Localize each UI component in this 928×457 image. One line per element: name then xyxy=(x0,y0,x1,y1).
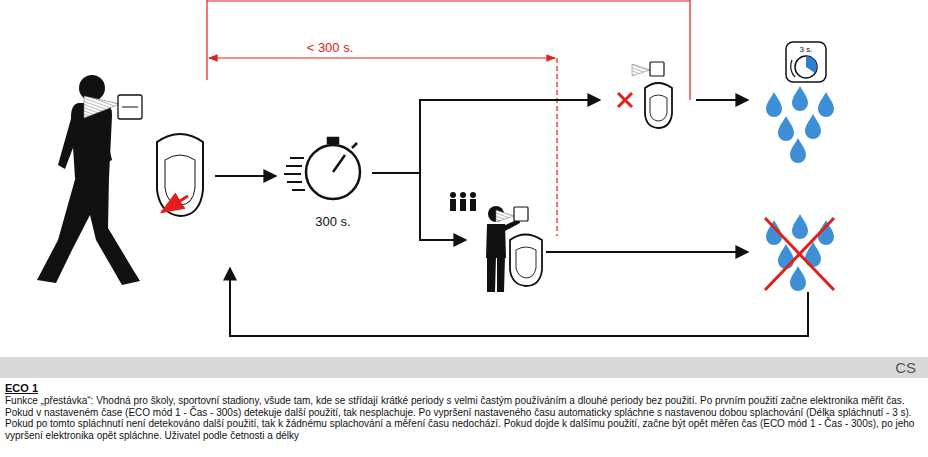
small-sensor-part xyxy=(650,62,664,76)
timer-icon xyxy=(786,42,826,82)
user-figure-part xyxy=(497,256,505,292)
flow-arrows-part xyxy=(215,175,276,177)
user-urinal-part xyxy=(516,247,536,278)
crowd-icon-part xyxy=(450,192,456,198)
crowd-icon-part xyxy=(460,199,466,211)
section-heading: ECO 1 xyxy=(5,382,38,394)
sensor-plate-part xyxy=(84,96,120,118)
timer-icon-part xyxy=(806,56,817,73)
flush-timer-node: 3 s. xyxy=(755,40,845,160)
small-sensor-part xyxy=(632,64,650,76)
person-figure-part xyxy=(58,108,82,169)
no-flush-drops-part xyxy=(792,214,808,239)
small-urinal-part xyxy=(645,83,672,128)
stopwatch-icon-part xyxy=(286,165,302,167)
no-flush-drops-part xyxy=(765,218,834,290)
flow-arrows-part xyxy=(419,239,466,241)
node-text: 300 s. xyxy=(293,214,373,229)
dimension-lines xyxy=(207,0,690,236)
no-flush-drops-part xyxy=(765,218,834,290)
no-flush-drops-part xyxy=(790,266,806,291)
sensor-plate xyxy=(84,95,142,119)
flow-arrows-part xyxy=(372,172,420,174)
stopwatch-icon xyxy=(284,138,360,199)
dimension-lines-part xyxy=(206,0,207,80)
crowd-icon-part xyxy=(470,192,476,198)
urinal xyxy=(157,134,203,216)
dimension-lines-part xyxy=(556,58,557,236)
flow-arrows-part xyxy=(419,100,421,241)
crowd-icon xyxy=(450,192,476,211)
node-text: 3 s. xyxy=(786,45,826,54)
user-sensor-part xyxy=(514,207,528,221)
sensor-plate-part xyxy=(122,107,138,108)
leave-arrow xyxy=(162,196,188,212)
small-urinal xyxy=(645,83,672,128)
stopwatch-icon-part xyxy=(332,143,335,145)
person-figure xyxy=(37,75,140,285)
person-figure-part xyxy=(79,75,105,101)
stopwatch-icon-part xyxy=(328,138,338,143)
flush-drops xyxy=(766,86,834,163)
user-urinal xyxy=(510,235,542,287)
user-figure-part xyxy=(487,256,496,292)
no-use-cross-part xyxy=(618,93,632,107)
stopwatch-node: 300 s. xyxy=(293,140,373,232)
sensor-plate-part xyxy=(118,95,142,119)
flush-drops-part xyxy=(790,138,806,163)
stopwatch-icon-part xyxy=(306,145,360,199)
time-limit-label: < 300 s. xyxy=(290,40,370,55)
crowd-icon-part xyxy=(460,192,466,198)
flush-drops-part xyxy=(778,116,794,141)
stopwatch-icon-part xyxy=(287,181,302,183)
user-sensor xyxy=(496,207,528,222)
timer-icon-part xyxy=(791,60,795,77)
node-text: CS xyxy=(860,359,916,376)
stopwatch-icon-part xyxy=(333,155,345,172)
flush-drops-part xyxy=(805,114,821,139)
flow-arrows xyxy=(215,100,808,336)
person-figure-part xyxy=(94,110,112,163)
dimension-lines-part xyxy=(689,0,690,100)
description-text: Funkce „přestávka“: Vhodná pro školy, sp… xyxy=(5,395,923,441)
dimension-lines-part xyxy=(209,57,555,58)
user-sensor-part xyxy=(496,210,514,222)
small-sensor xyxy=(632,62,664,76)
no-use-cross-part xyxy=(618,93,632,107)
no-use-cross xyxy=(618,93,632,107)
flow-arrows-part xyxy=(696,99,748,101)
crowd-icon-part xyxy=(450,199,456,211)
stopwatch-icon-part xyxy=(290,157,304,159)
timer-icon-part xyxy=(786,42,826,82)
flush-drops-part xyxy=(818,92,834,117)
flush-drops-part xyxy=(766,92,782,117)
timer-icon-part xyxy=(795,56,817,78)
person-figure-part xyxy=(37,176,140,285)
urinal-part xyxy=(157,134,203,216)
flush-drops-part xyxy=(792,86,808,111)
urinal-part xyxy=(165,155,195,205)
user-figure-part xyxy=(486,224,506,258)
user-urinal-part xyxy=(510,235,542,287)
dimension-lines-part xyxy=(207,0,690,1)
no-flush-drops xyxy=(765,214,834,291)
crowd-icon-part xyxy=(470,199,476,211)
stopwatch-icon-part xyxy=(292,189,305,191)
flow-arrows-part xyxy=(419,99,600,101)
stopwatch-icon-part xyxy=(352,143,357,148)
flow-arrows-part xyxy=(546,251,748,253)
small-urinal-part xyxy=(650,95,667,121)
language-band: CS xyxy=(0,357,928,378)
stopwatch-icon-part xyxy=(284,173,301,175)
